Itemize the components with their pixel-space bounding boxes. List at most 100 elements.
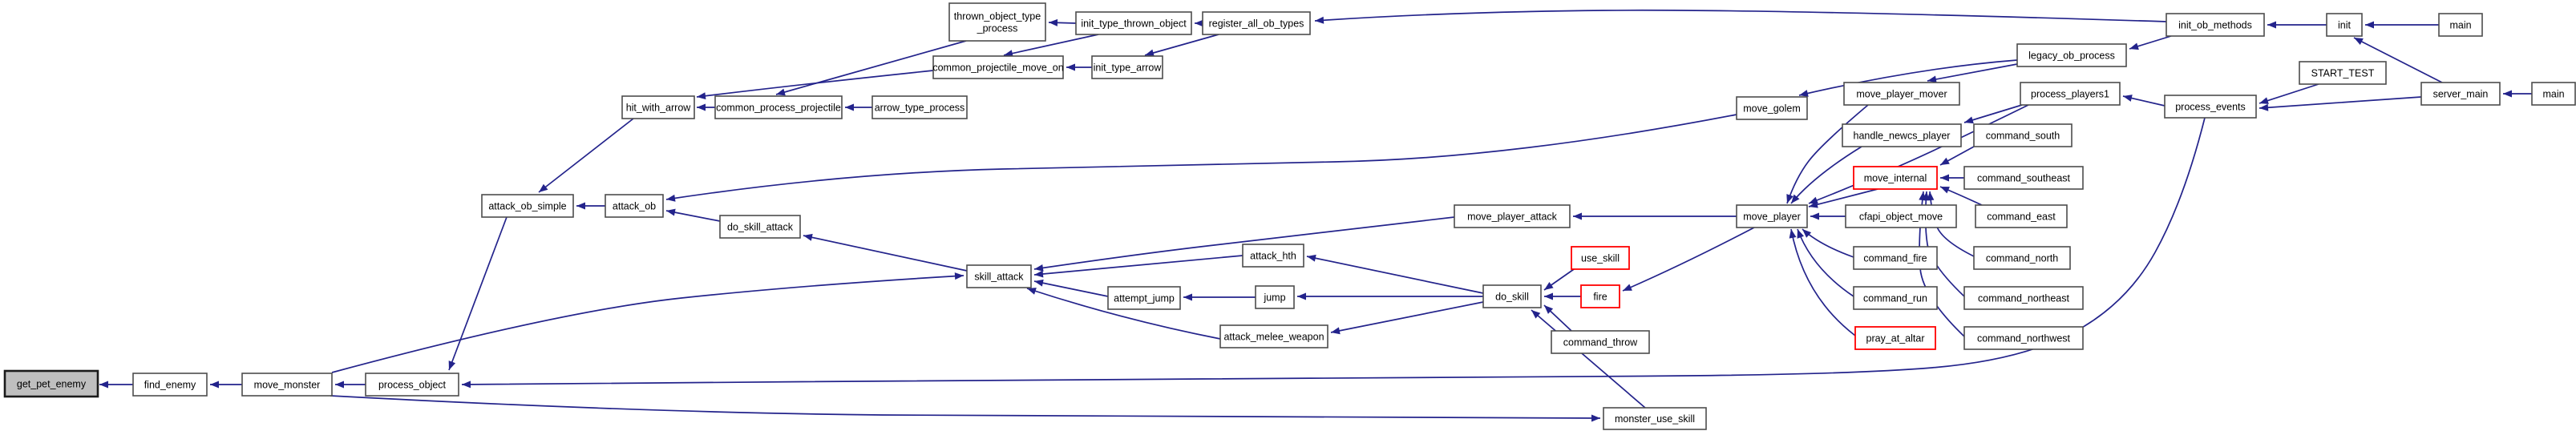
edge-do_skill-to-attack_melee_weapon (1330, 301, 1484, 335)
node-monster_use_skill[interactable]: monster_use_skill (1603, 407, 1707, 430)
node-server_main[interactable]: server_main (2420, 82, 2501, 106)
node-init_type_arrow[interactable]: init_type_arrow (1091, 55, 1163, 79)
edge-fire-to-do_skill (1544, 292, 1581, 300)
arrowhead-move_internal (1940, 157, 1950, 165)
node-cfapi_object_move[interactable]: cfapi_object_move (1845, 204, 1957, 228)
arrowhead-move_player (1791, 194, 1800, 203)
node-fire[interactable]: fire (1580, 284, 1620, 308)
node-command_south[interactable]: command_south (1973, 123, 2073, 147)
node-command_fire[interactable]: command_fire (1853, 246, 1938, 270)
node-attack_ob[interactable]: attack_ob (605, 194, 664, 218)
node-attack_hth[interactable]: attack_hth (1242, 244, 1304, 268)
node-label-thrown_object_type_process-1: _process (977, 23, 1018, 34)
node-main_right[interactable]: main (2531, 82, 2576, 106)
node-process_object[interactable]: process_object (365, 373, 459, 397)
node-init_ob_methods[interactable]: init_ob_methods (2166, 13, 2265, 37)
edge-init_ob_methods-to-legacy_ob_process (2129, 35, 2172, 50)
node-do_skill[interactable]: do_skill (1482, 284, 1542, 308)
edge-attack_hth-to-skill_attack (1033, 255, 1244, 278)
node-label-init_ob_methods: init_ob_methods (2178, 20, 2252, 31)
arrowhead-attempt_jump (1183, 293, 1192, 301)
node-command_east[interactable]: command_east (1975, 204, 2068, 228)
node-command_north[interactable]: command_north (1973, 246, 2071, 270)
arrowhead-process_object (448, 360, 456, 370)
arrowhead-move_player (1786, 194, 1793, 203)
node-hit_with_arrow[interactable]: hit_with_arrow (621, 95, 695, 119)
arrowhead-process_object (462, 381, 471, 389)
arrowhead-move_player (1810, 212, 1819, 220)
node-handle_newcs_player[interactable]: handle_newcs_player (1842, 123, 1962, 147)
node-move_player[interactable]: move_player (1736, 204, 1808, 228)
node-label-attack_ob_simple: attack_ob_simple (488, 201, 566, 212)
arrowhead-attack_hth (1307, 254, 1316, 262)
node-command_throw[interactable]: command_throw (1551, 330, 1650, 354)
node-common_projectile_move_on[interactable]: common_projectile_move_on (932, 55, 1064, 79)
node-move_player_attack[interactable]: move_player_attack (1454, 204, 1571, 228)
node-use_skill[interactable]: use_skill (1571, 246, 1630, 270)
node-common_process_projectile[interactable]: common_process_projectile (714, 95, 843, 119)
node-label-skill_attack: skill_attack (974, 272, 1024, 283)
arrowhead-common_projectile_move_on (1004, 50, 1013, 58)
arrowhead-move_player (1809, 200, 1818, 208)
edge-move_golem-to-attack_ob (665, 114, 1737, 202)
node-label-command_east: command_east (1987, 211, 2056, 223)
node-init_type_thrown_object[interactable]: init_type_thrown_object (1075, 11, 1192, 35)
node-label-hit_with_arrow: hit_with_arrow (626, 103, 692, 114)
node-command_southeast[interactable]: command_southeast (1963, 166, 2084, 190)
node-label-main_top: main (2449, 20, 2471, 31)
node-attack_ob_simple[interactable]: attack_ob_simple (481, 194, 574, 218)
node-label-move_monster: move_monster (254, 380, 321, 391)
node-find_enemy[interactable]: find_enemy (132, 373, 208, 397)
arrowhead-move_player_attack (1573, 212, 1582, 220)
node-label-move_player_attack: move_player_attack (1467, 211, 1558, 223)
arrowhead-attack_ob (666, 194, 676, 202)
edge-do_skill_attack-to-attack_ob (665, 208, 721, 222)
node-pray_at_altar[interactable]: pray_at_altar (1854, 326, 1936, 350)
edge-process_events-to-process_object (461, 117, 2206, 389)
node-attempt_jump[interactable]: attempt_jump (1107, 286, 1181, 310)
node-label-move_internal: move_internal (1864, 173, 1927, 184)
node-move_player_mover[interactable]: move_player_mover (1843, 82, 1960, 106)
edge-monster_use_skill-to-do_skill (1531, 309, 1646, 409)
node-main_top[interactable]: main (2438, 13, 2483, 37)
edge-find_enemy-to-get_pet_enemy (99, 381, 133, 389)
node-move_monster[interactable]: move_monster (241, 373, 333, 397)
node-attack_melee_weapon[interactable]: attack_melee_weapon (1219, 324, 1328, 348)
node-label-monster_use_skill: monster_use_skill (1615, 413, 1695, 425)
node-arrow_type_process[interactable]: arrow_type_process (871, 95, 968, 119)
node-command_run[interactable]: command_run (1853, 286, 1938, 310)
edge-init-to-init_ob_methods (2267, 21, 2327, 29)
edge-do_skill-to-attack_hth (1306, 254, 1484, 294)
node-move_golem[interactable]: move_golem (1736, 96, 1808, 120)
edge-process_object-to-move_monster (335, 381, 366, 389)
edge-move_player_attack-to-skill_attack (1033, 216, 1455, 272)
node-label-use_skill: use_skill (1581, 253, 1620, 264)
node-label-handle_newcs_player: handle_newcs_player (1854, 131, 1951, 142)
arrowhead-init_ob_methods (2267, 21, 2276, 29)
edge-hit_with_arrow-to-attack_ob_simple (538, 118, 634, 193)
node-label-do_skill: do_skill (1495, 292, 1529, 303)
arrowhead-process_events (2259, 103, 2269, 111)
node-process_players1[interactable]: process_players1 (2020, 82, 2121, 106)
node-START_TEST[interactable]: START_TEST (2299, 61, 2387, 85)
node-command_northwest[interactable]: command_northwest (1963, 326, 2084, 350)
node-do_skill_attack[interactable]: do_skill_attack (719, 215, 801, 239)
node-move_internal[interactable]: move_internal (1853, 166, 1938, 190)
node-label-process_players1: process_players1 (2031, 89, 2109, 100)
node-thrown_object_type_process[interactable]: thrown_object_type_process (948, 2, 1046, 42)
node-label-command_northwest: command_northwest (1977, 333, 2071, 344)
node-command_northeast[interactable]: command_northeast (1963, 286, 2084, 310)
node-register_all_ob_types[interactable]: register_all_ob_types (1202, 11, 1311, 35)
node-label-pray_at_altar: pray_at_altar (1866, 333, 1925, 344)
node-label-init: init (2338, 20, 2352, 31)
node-get_pet_enemy[interactable]: get_pet_enemy (3, 369, 99, 398)
node-jump[interactable]: jump (1255, 285, 1295, 309)
node-label-command_north: command_north (1986, 253, 2058, 264)
node-label-arrow_type_process: arrow_type_process (875, 103, 965, 114)
node-process_events[interactable]: process_events (2164, 95, 2257, 119)
node-skill_attack[interactable]: skill_attack (966, 264, 1032, 288)
arrowhead-process_players1 (2123, 95, 2133, 102)
node-legacy_ob_process[interactable]: legacy_ob_process (2016, 43, 2127, 67)
node-init[interactable]: init (2326, 13, 2363, 37)
node-label-move_player_mover: move_player_mover (1856, 89, 1947, 100)
